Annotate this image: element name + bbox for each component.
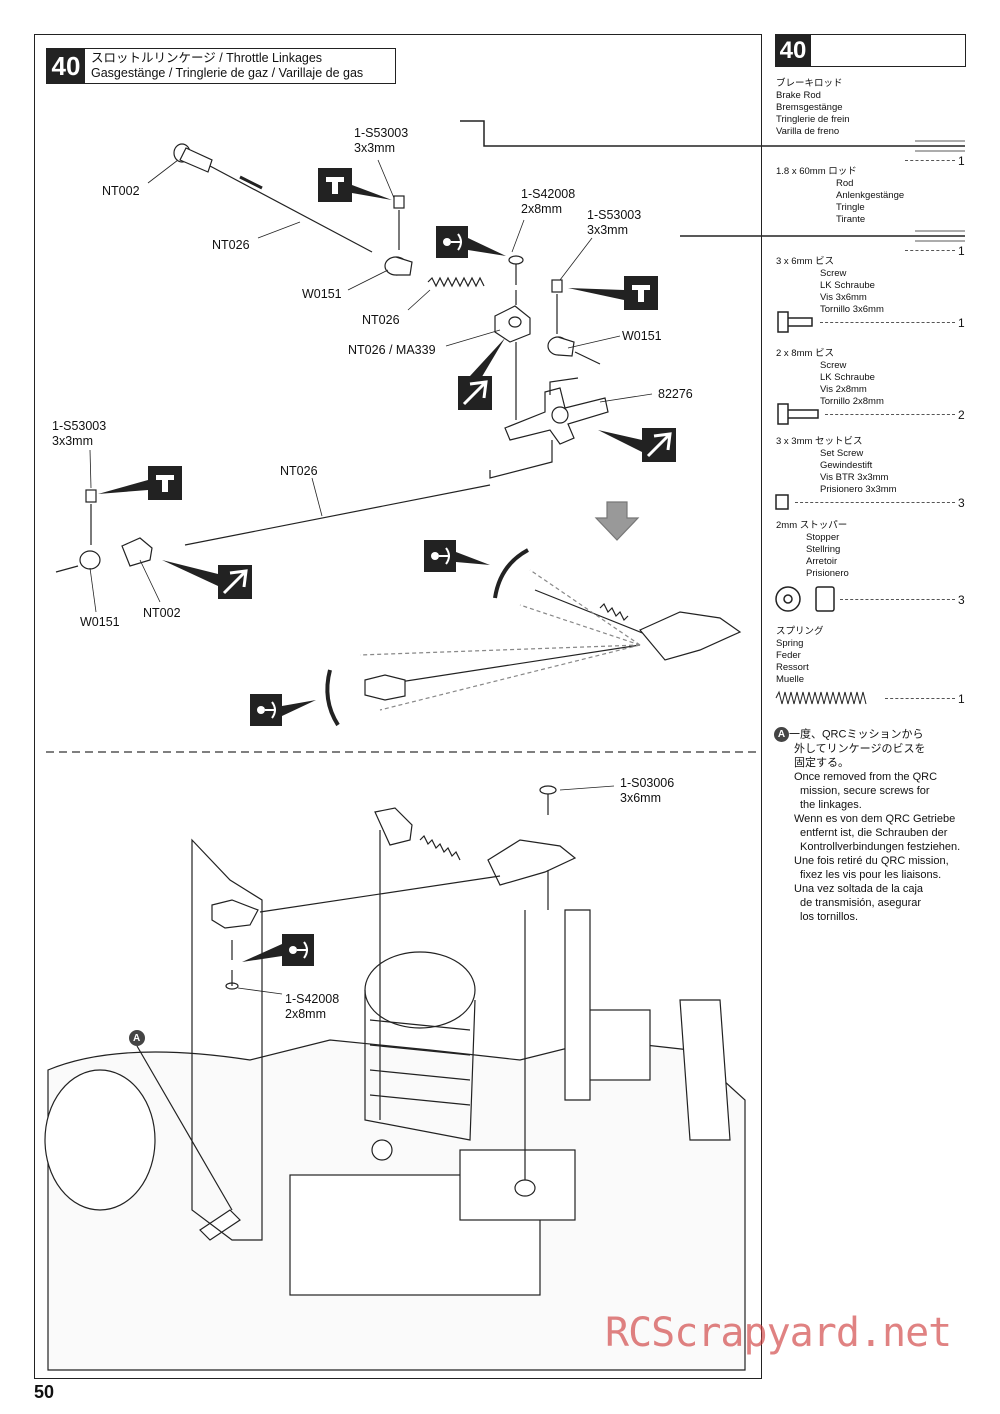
part-screw-2x8-qty: 2 <box>958 408 965 422</box>
snap-on-icon-c <box>162 560 252 599</box>
label-nt026-long: NT026 <box>280 464 318 478</box>
part-stopper-qty: 3 <box>958 593 965 607</box>
part-spring-qty: 1 <box>958 692 965 706</box>
set-screw-a <box>393 195 405 250</box>
qty-leader <box>825 414 955 415</box>
spring-a <box>427 276 485 288</box>
qty-leader <box>905 250 955 251</box>
tighten-set-screw-icon <box>318 168 392 202</box>
rotate-icon-b <box>250 694 316 726</box>
label-s53003-a: 1-S53003 3x3mm <box>354 126 409 155</box>
marker-a-circle <box>129 1030 145 1046</box>
marker-a-label: A <box>133 1033 141 1044</box>
nt002-ball-end-top <box>173 143 213 173</box>
guide-line-c <box>489 440 553 479</box>
down-arrow <box>594 501 640 541</box>
rod-end-arrow <box>574 351 601 365</box>
qty-leader <box>905 160 955 161</box>
tighten-set-screw-icon-b <box>568 276 658 310</box>
set-screw-b <box>551 279 563 334</box>
screw-driver-icon-b <box>242 934 314 966</box>
step-title-line2: Gasgestänge / Tringlerie de gaz / Varill… <box>91 66 364 80</box>
step-title-line1: スロットルリンケージ / Throttle Linkages <box>91 51 323 65</box>
part-rod-qty: 1 <box>958 244 965 258</box>
part-screw-3x6: 3 x 6mm ビス Screw LK Schraube Vis 3x6mm T… <box>776 256 884 315</box>
label-w0151-b: W0151 <box>622 329 662 343</box>
linkage-swing-illustration <box>325 548 742 727</box>
qty-leader <box>885 698 955 699</box>
step-number: 40 <box>47 49 85 83</box>
guide-line-b <box>549 377 579 395</box>
w0151-stopper-b <box>547 336 575 357</box>
part-brake-rod-qty: 1 <box>958 154 965 168</box>
note-badge-a: A <box>774 727 789 742</box>
screw-driver-icon-a <box>436 226 506 258</box>
qty-leader <box>795 502 955 503</box>
part-brake-rod: ブレーキロッド Brake Rod Bremsgestänge Tringler… <box>776 78 850 137</box>
parts-panel-number: 40 <box>775 34 811 67</box>
nt026-rod-top <box>209 165 373 253</box>
step-frame <box>34 34 762 1379</box>
snap-on-icon-b <box>598 428 676 462</box>
label-nt002-bottom: NT002 <box>143 606 181 620</box>
label-nt026-spring: NT026 <box>362 313 400 327</box>
tighten-set-screw-icon-c <box>98 466 182 500</box>
part-stopper: 2mm ストッパー Stopper Stellring Arretoir Pri… <box>776 520 849 579</box>
part-set-screw: 3 x 3mm セットビス Set Screw Gewindestift Vis… <box>776 436 897 495</box>
qty-leader <box>840 599 955 600</box>
set-screw-c <box>85 489 97 545</box>
page-number: 50 <box>34 1382 55 1402</box>
part-screw-3x6-qty: 1 <box>958 316 965 330</box>
parts-drawings <box>460 120 965 705</box>
label-s03006: 1-S03006 3x6mm <box>620 776 675 805</box>
leader-lines <box>89 159 653 995</box>
screw-2x8-a <box>508 255 524 305</box>
label-nt026-ma339: NT026 / MA339 <box>348 343 436 357</box>
label-s53003-b: 1-S53003 3x3mm <box>587 208 642 237</box>
snap-on-icon-a <box>458 338 505 410</box>
part-spring: スプリング Spring Feder Ressort Muelle <box>776 626 824 685</box>
label-s53003-c: 1-S53003 3x3mm <box>52 419 107 448</box>
part-screw-2x8: 2 x 8mm ビス Screw LK Schraube Vis 2x8mm T… <box>776 348 884 407</box>
label-w0151-a: W0151 <box>302 287 342 301</box>
part-rod: 1.8 x 60mm ロッド Rod Anlenkgestänge Tringl… <box>776 166 905 225</box>
w0151-stopper-c <box>55 550 101 573</box>
part-set-screw-qty: 3 <box>958 496 965 510</box>
servo-horn-82276 <box>504 387 609 445</box>
label-s42008-b: 1-S42008 2x8mm <box>285 992 340 1021</box>
label-servo-horn: 82276 <box>658 387 693 401</box>
step-header: 40 スロットルリンケージ / Throttle Linkages Gasges… <box>46 48 396 84</box>
label-w0151-c: W0151 <box>80 615 120 629</box>
label-nt002-top: NT002 <box>102 184 140 198</box>
rod-thread <box>239 175 263 190</box>
ball-link-a <box>494 305 531 343</box>
qty-leader <box>820 322 955 323</box>
lower-linkage <box>136 785 577 1241</box>
w0151-stopper-a <box>384 256 413 276</box>
watermark: RCScrapyard.net <box>605 1310 952 1356</box>
rotate-icon-a <box>424 540 490 572</box>
label-s42008-a: 1-S42008 2x8mm <box>521 187 576 216</box>
nt002-ball-end-bottom <box>121 537 153 567</box>
step-title: スロットルリンケージ / Throttle Linkages Gasgestän… <box>91 51 363 81</box>
nt026-rod-long <box>184 484 491 546</box>
car-chassis-illustration <box>44 909 746 1371</box>
label-nt026-top: NT026 <box>212 238 250 252</box>
